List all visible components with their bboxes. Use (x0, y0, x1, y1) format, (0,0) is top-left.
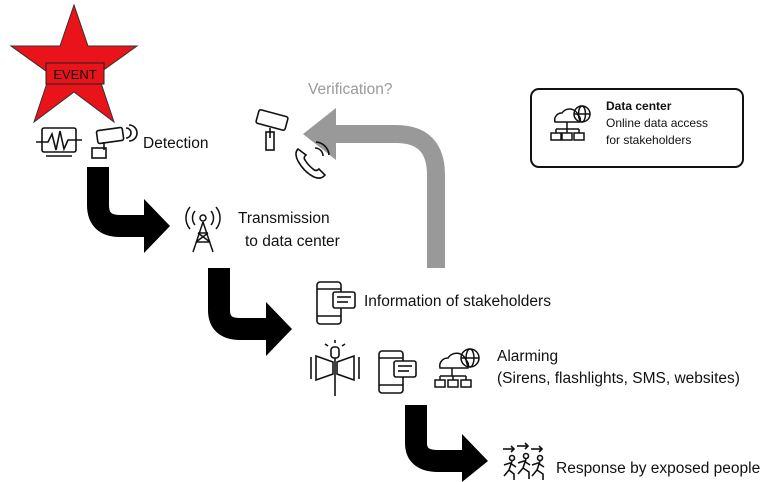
flow-arrow-1-head (144, 199, 170, 253)
alarming-label: Alarming (497, 348, 559, 365)
response-label: Response by exposed people (556, 460, 761, 477)
network-globe-icon (434, 348, 480, 388)
flow-arrow-2 (208, 268, 268, 340)
data-center-icon (550, 105, 591, 141)
running-people-icon (503, 442, 545, 480)
phone-call-icon (295, 141, 330, 179)
detection-label: Detection (143, 135, 209, 152)
alarming-sub-label: (Sirens, flashlights, SMS, websites) (497, 370, 740, 387)
smartphone-message-icon (316, 281, 356, 325)
transmission-label: Transmission (238, 210, 330, 227)
flow-arrow-3-head (462, 434, 488, 482)
alarm-smartphone-icon (378, 350, 417, 394)
radio-tower-icon (185, 206, 221, 253)
verification-arrow (333, 125, 445, 268)
event-label: EVENT (53, 67, 96, 82)
camera-icon (91, 124, 138, 159)
transmission-label-2: to data center (245, 233, 340, 250)
event-label-box (45, 62, 105, 85)
data-center-title: Data center (606, 99, 672, 113)
verification-arrow-head (303, 108, 336, 160)
siren-icon (310, 340, 360, 396)
data-center-box: Data center Online data access for stake… (530, 88, 744, 168)
data-center-text: Data center Online data access for stake… (606, 98, 708, 149)
data-center-line-2: for stakeholders (606, 133, 692, 147)
data-center-line-1: Online data access (606, 116, 709, 130)
verification-camera-icon (255, 109, 289, 151)
flow-arrow-3 (405, 405, 464, 472)
flow-arrow-2-head (266, 302, 292, 356)
flow-arrow-1 (87, 167, 148, 237)
seismograph-icon (36, 127, 82, 157)
verification-label: Verification? (308, 81, 393, 98)
information-label: Information of stakeholders (364, 293, 551, 310)
